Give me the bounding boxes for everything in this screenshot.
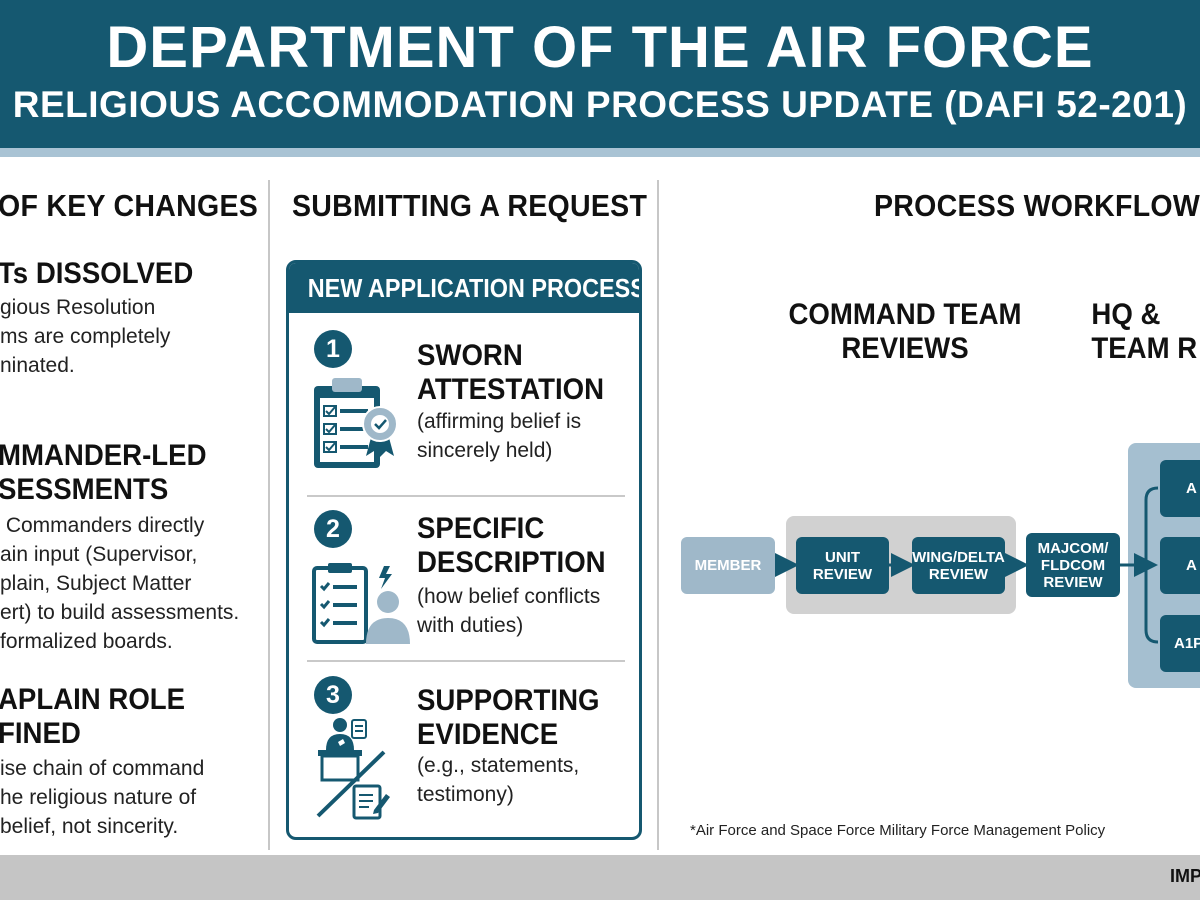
column-divider (657, 180, 659, 850)
key-change-body: ise chain of command he religious nature… (0, 757, 205, 838)
header-banner (0, 0, 1200, 148)
step-number-badge: 1 (314, 330, 352, 368)
step-number-badge: 2 (314, 510, 352, 548)
application-process-header: NEW APPLICATION PROCESS (289, 263, 639, 313)
application-process-card: NEW APPLICATION PROCESS (286, 260, 642, 840)
key-change-body: gious Resolution ms are completely ninat… (0, 296, 171, 377)
key-changes-heading: OF KEY CHANGES (0, 188, 259, 223)
hq-review-node: A (1160, 460, 1200, 517)
column-divider (268, 180, 270, 850)
unit-review-node: UNIT REVIEW (796, 537, 889, 594)
witness-document-icon (314, 716, 394, 831)
workflow-heading: PROCESS WORKFLOW (874, 188, 1200, 223)
step-title: SUPPORTING EVIDENCE (417, 684, 600, 751)
key-change-title: APLAIN ROLE FINED (0, 683, 186, 750)
step-description: (e.g., statements, testimony) (417, 754, 580, 806)
footer-bar (0, 855, 1200, 900)
policy-footnote: *Air Force and Space Force Military Forc… (690, 822, 1106, 839)
key-change-body: Commanders directly ain input (Superviso… (0, 514, 240, 653)
member-node: MEMBER (681, 537, 775, 594)
page-title: DEPARTMENT OF THE AIR FORCE (106, 15, 1094, 80)
step-description: (affirming belief is sincerely held) (417, 410, 582, 462)
checklist-person-icon (310, 560, 414, 651)
submitting-heading: SUBMITTING A REQUEST (292, 188, 648, 223)
page-subtitle: RELIGIOUS ACCOMMODATION PROCESS UPDATE (… (12, 84, 1188, 125)
wing-delta-review-node: WING/DELTA REVIEW (912, 537, 1005, 594)
step-divider (307, 495, 625, 497)
step-title: SPECIFIC DESCRIPTION (417, 512, 606, 579)
hq-review-node: A1P (1160, 615, 1200, 672)
key-change-title: MMANDER-LED SESSMENTS (0, 439, 207, 506)
footer-text: IMP (1170, 866, 1200, 886)
command-team-heading: COMMAND TEAM REVIEWS (788, 298, 1022, 365)
hq-review-node: A (1160, 537, 1200, 594)
step-description: (how belief conflicts with duties) (417, 585, 601, 637)
hq-team-heading: HQ & TEAM R (1091, 298, 1198, 365)
step-title: SWORN ATTESTATION (417, 339, 605, 406)
clipboard-checklist-seal-icon (306, 376, 406, 477)
step-number-badge: 3 (314, 676, 352, 714)
header-accent-band (0, 148, 1200, 157)
key-change-title: Ts DISSOLVED (0, 257, 194, 290)
step-divider (307, 660, 625, 662)
majcom-fldcom-review-node: MAJCOM/ FLDCOM REVIEW (1026, 533, 1120, 597)
